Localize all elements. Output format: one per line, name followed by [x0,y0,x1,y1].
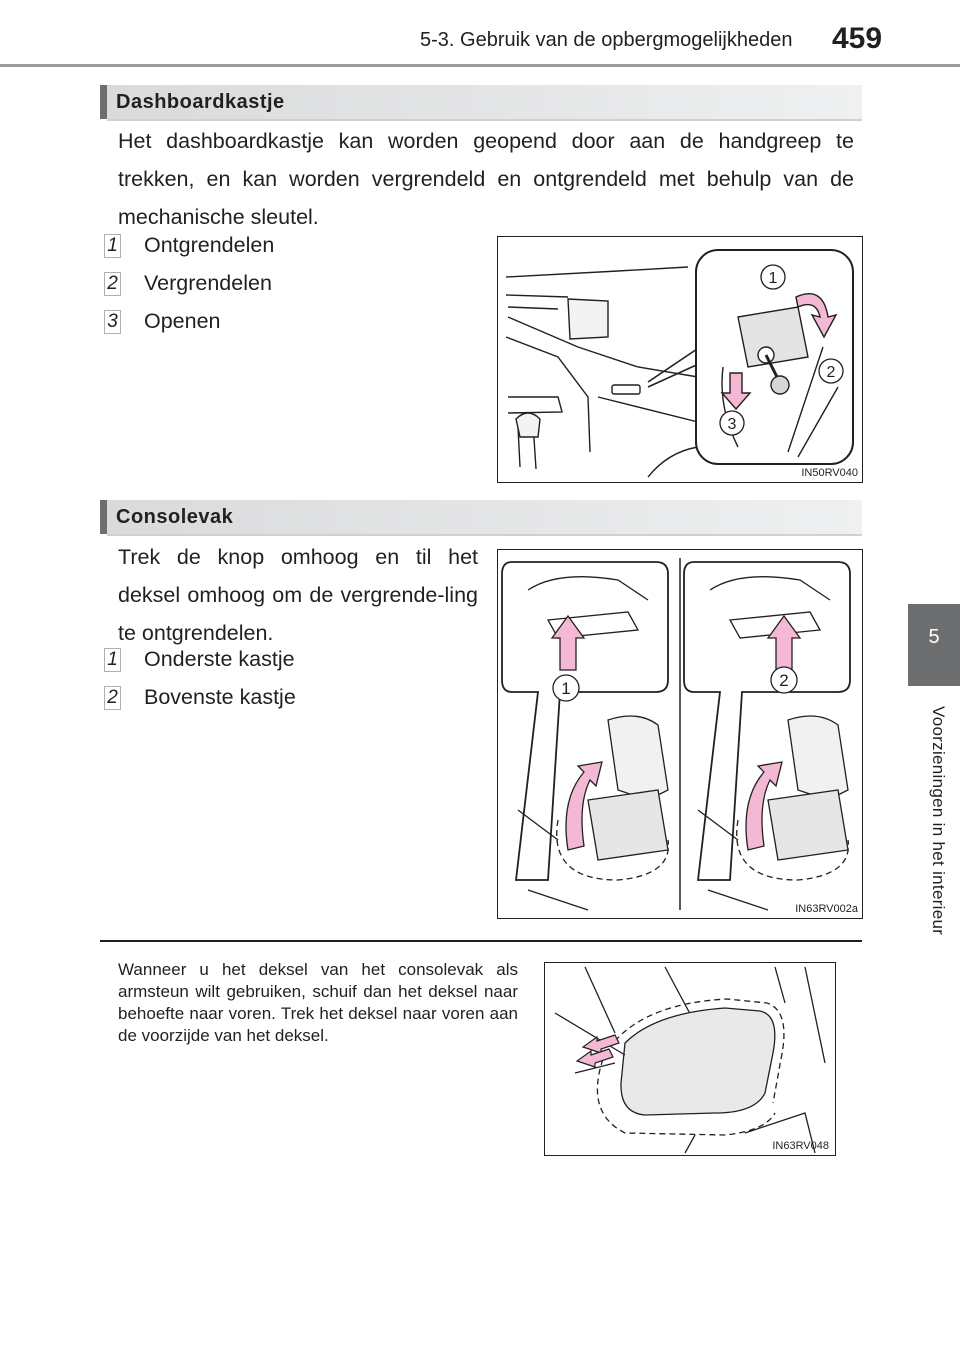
down-arrow-icon [720,372,752,411]
note-divider [100,940,862,942]
item-number: 2 [104,686,121,710]
rotation-arrow-icon [795,293,838,339]
section-heading-label: Consolevak [116,506,234,528]
item-text: Ontgrendelen [144,233,275,257]
item-text: Onderste kastje [144,647,295,671]
figure-code: IN63RV048 [772,1140,829,1152]
note-paragraph: Wanneer u het deksel van het consolevak … [118,960,518,1045]
chapter-tab-number: 5 [928,626,940,648]
figure-console-box: 1 2 IN63RV002a [497,549,863,919]
header-rule [0,64,960,67]
section-heading-rule [107,534,862,536]
section-paragraph: Het dashboardkastje kan worden geopend d… [118,129,854,229]
figure-glovebox: 1 2 3 IN50RV040 [497,236,863,483]
item-text: Bovenste kastje [144,685,296,709]
section-heading-bar [100,85,107,119]
section-heading-bar [100,500,107,534]
glovebox-illustration: 1 2 3 [505,249,854,478]
figure-code: IN63RV002a [795,903,858,915]
item-number: 2 [104,272,121,296]
section-paragraph: Trek de knop omhoog en til het deksel om… [118,545,478,645]
slide-forward-arrow-icon [575,1034,620,1068]
section-heading-rule [107,119,862,121]
item-number: 1 [104,234,121,258]
up-arrow-icon [550,614,802,671]
item-text: Vergrendelen [144,271,272,295]
page-number: 459 [832,22,883,55]
chapter-tab [908,604,960,686]
item-text: Openen [144,309,221,333]
console-box-illustration: 1 2 [501,558,851,911]
section-heading-label: Dashboardkastje [116,91,285,113]
item-number: 3 [104,310,121,334]
chapter-tab-label: Voorzieningen in het interieur [929,706,948,936]
callout-2: 2 [827,364,836,381]
armrest-illustration [554,966,826,1154]
lift-arrow-icon [565,761,783,851]
callout-2: 2 [779,671,788,690]
callout-3: 3 [728,416,737,433]
callout-1: 1 [769,270,778,287]
running-header-title: 5-3. Gebruik van de opbergmogelijkheden [420,29,793,51]
callout-1: 1 [561,679,570,698]
section-heading-consolevak: Consolevak [100,500,862,536]
item-number: 1 [104,648,121,672]
figure-armrest: IN63RV048 [544,962,836,1156]
figure-code: IN50RV040 [801,467,858,479]
section-heading-dashboardkastje: Dashboardkastje [100,85,862,121]
